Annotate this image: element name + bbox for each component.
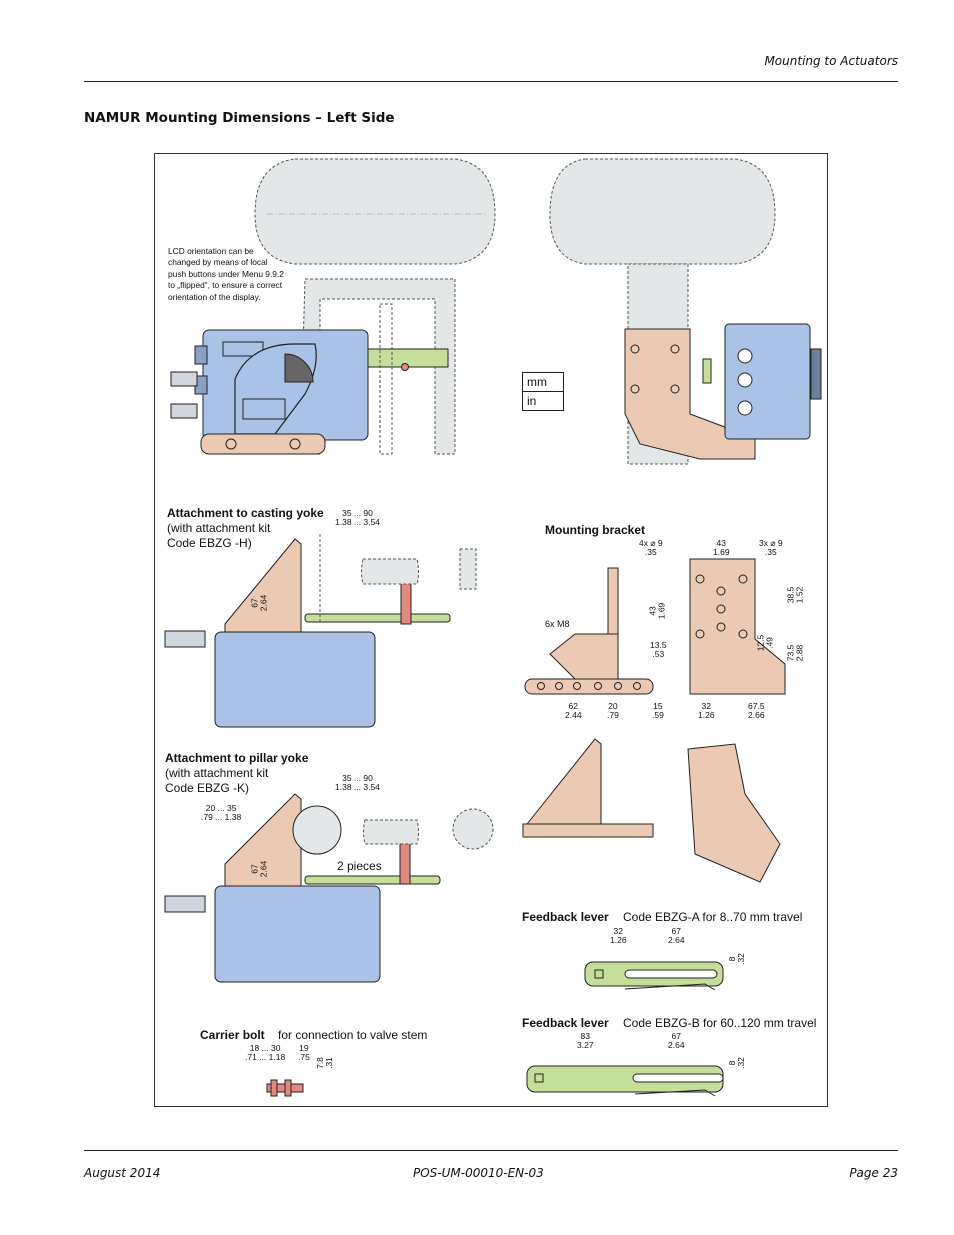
pillar-yoke-drawing bbox=[164, 793, 494, 983]
header-section-title: Mounting to Actuators bbox=[764, 54, 898, 68]
positioner-side bbox=[624, 323, 822, 460]
lcd-orientation-note: LCD orientation can be changed by means … bbox=[168, 246, 284, 302]
lever-b-heading: Feedback lever bbox=[522, 1016, 609, 1030]
lever-a-code: Code EBZG-A for 8..70 mm travel bbox=[623, 910, 803, 924]
pillar-yoke-diameter: 20 ... 35.79 ... 1.38 bbox=[201, 803, 242, 822]
unit-mm: mm bbox=[527, 375, 547, 389]
bracket-holes4: 4x ⌀ 9.35 bbox=[639, 538, 663, 557]
bracket-thread: 6x M8 bbox=[545, 619, 570, 629]
unit-legend: mm in bbox=[522, 372, 564, 411]
pillar-yoke-pieces: 2 pieces bbox=[337, 859, 382, 873]
lever-b-code: Code EBZG-B for 60..120 mm travel bbox=[623, 1016, 817, 1030]
lever-a-heading: Feedback lever bbox=[522, 910, 609, 924]
bracket-d15: 15.59 bbox=[652, 701, 664, 720]
footer-date: August 2014 bbox=[84, 1166, 161, 1180]
carrier-bolt-heading: Carrier bolt bbox=[200, 1028, 265, 1042]
bracket-d20: 20.79 bbox=[607, 701, 619, 720]
pillar-yoke-kit-line2: Code EBZG -K) bbox=[165, 781, 250, 795]
mounting-figure: LCD orientation can be changed by means … bbox=[154, 153, 828, 1107]
bracket-d125: 12.5.49 bbox=[755, 634, 775, 652]
mounting-drawing bbox=[164, 158, 822, 1097]
carrier-bolt-d1: 18 ... 30.71 ... 1.18 bbox=[245, 1043, 286, 1062]
page-title: NAMUR Mounting Dimensions – Left Side bbox=[84, 110, 395, 126]
bracket-heading: Mounting bracket bbox=[545, 523, 646, 537]
lever-a-drawing bbox=[584, 961, 724, 991]
carrier-bolt-d2: 19.75 bbox=[298, 1043, 310, 1062]
unit-in: in bbox=[523, 391, 563, 410]
carrier-bolt-drawing bbox=[266, 1079, 304, 1097]
bracket-d135: 13.5.53 bbox=[650, 640, 667, 659]
footer-doc-number: POS-UM-00010-EN-03 bbox=[413, 1166, 544, 1180]
carrier-bolt-d3: 7.8.31 bbox=[314, 1057, 334, 1069]
footer-rule bbox=[84, 1150, 898, 1151]
bracket-views bbox=[522, 558, 786, 883]
lever-b-d8: 8.32 bbox=[726, 1057, 746, 1069]
casting-yoke-kit-line1: (with attachment kit bbox=[167, 521, 271, 535]
casting-yoke-kit-line2: Code EBZG -H) bbox=[167, 536, 252, 550]
pillar-yoke-kit-line1: (with attachment kit bbox=[165, 766, 269, 780]
footer-page-number: Page 23 bbox=[849, 1166, 898, 1180]
pillar-yoke-heading: Attachment to pillar yoke bbox=[165, 751, 309, 765]
lever-a-d8: 8.32 bbox=[726, 953, 746, 965]
carrier-bolt-desc: for connection to valve stem bbox=[278, 1028, 428, 1042]
casting-yoke-heading: Attachment to casting yoke bbox=[167, 506, 324, 520]
bracket-holes3: 3x ⌀ 9.35 bbox=[759, 538, 783, 557]
lever-b-drawing bbox=[526, 1065, 724, 1097]
casting-yoke-drawing bbox=[164, 534, 477, 728]
header-rule bbox=[84, 81, 898, 82]
positioner-front bbox=[170, 303, 449, 455]
